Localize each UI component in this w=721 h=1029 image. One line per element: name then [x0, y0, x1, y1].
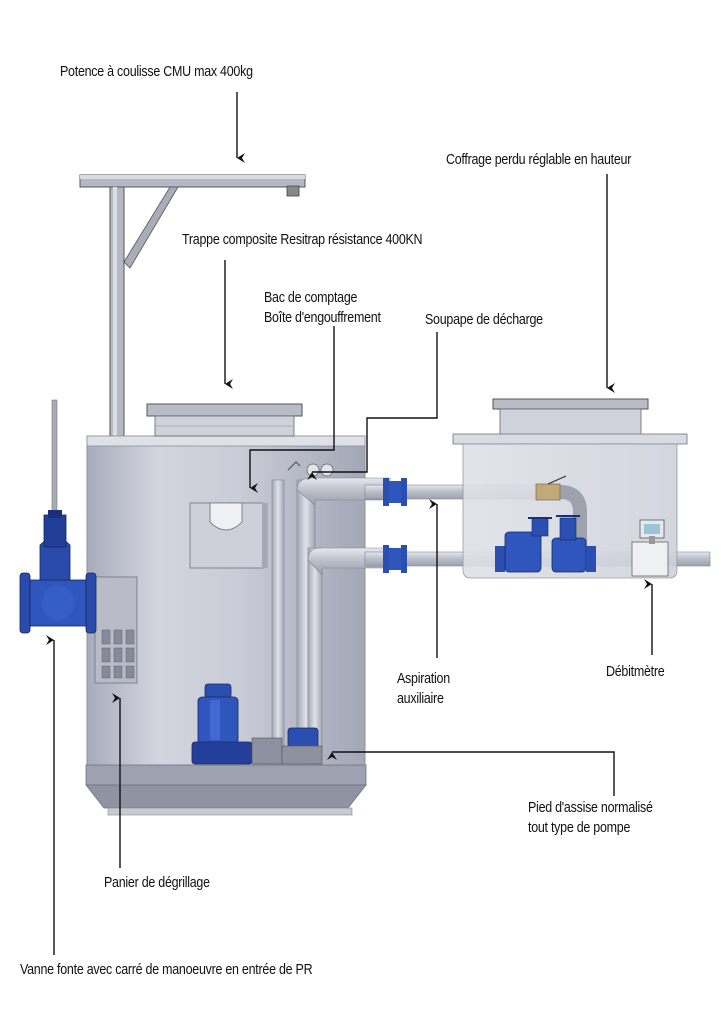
label-trappe: Trappe composite Resitrap résistance 400…: [182, 232, 423, 248]
label-aspiration-line2: auxiliaire: [397, 691, 444, 707]
gate-valve: [19, 399, 97, 634]
label-pied: Pied d'assise normalisé tout type de pom…: [528, 798, 653, 838]
callout-arrows: [46, 92, 653, 955]
label-pied-line2: tout type de pompe: [528, 820, 631, 836]
label-soupape: Soupape de décharge: [425, 312, 543, 328]
label-coffrage: Coffrage perdu réglable en hauteur: [446, 152, 632, 168]
label-panier: Panier de dégrillage: [104, 875, 210, 891]
label-aspiration-line1: Aspiration: [397, 671, 450, 687]
valve-chamber: [452, 398, 688, 579]
label-vanne: Vanne fonte avec carré de manoeuvre en e…: [20, 962, 313, 978]
label-bac-line1: Bac de comptage: [264, 290, 358, 306]
counting-box: [189, 502, 268, 569]
label-debitmetre: Débitmètre: [606, 664, 665, 680]
screen-basket: [94, 576, 138, 684]
riser-pipes: [271, 461, 391, 756]
label-bac-line2: Boîte d'engouffrement: [264, 310, 381, 326]
label-potence: Potence à coulisse CMU max 400kg: [60, 64, 253, 80]
label-aspiration: Aspiration auxiliaire: [397, 669, 450, 709]
label-bac: Bac de comptage Boîte d'engouffrement: [264, 288, 381, 328]
label-pied-line1: Pied d'assise normalisé: [528, 800, 653, 816]
pump: [191, 683, 323, 765]
